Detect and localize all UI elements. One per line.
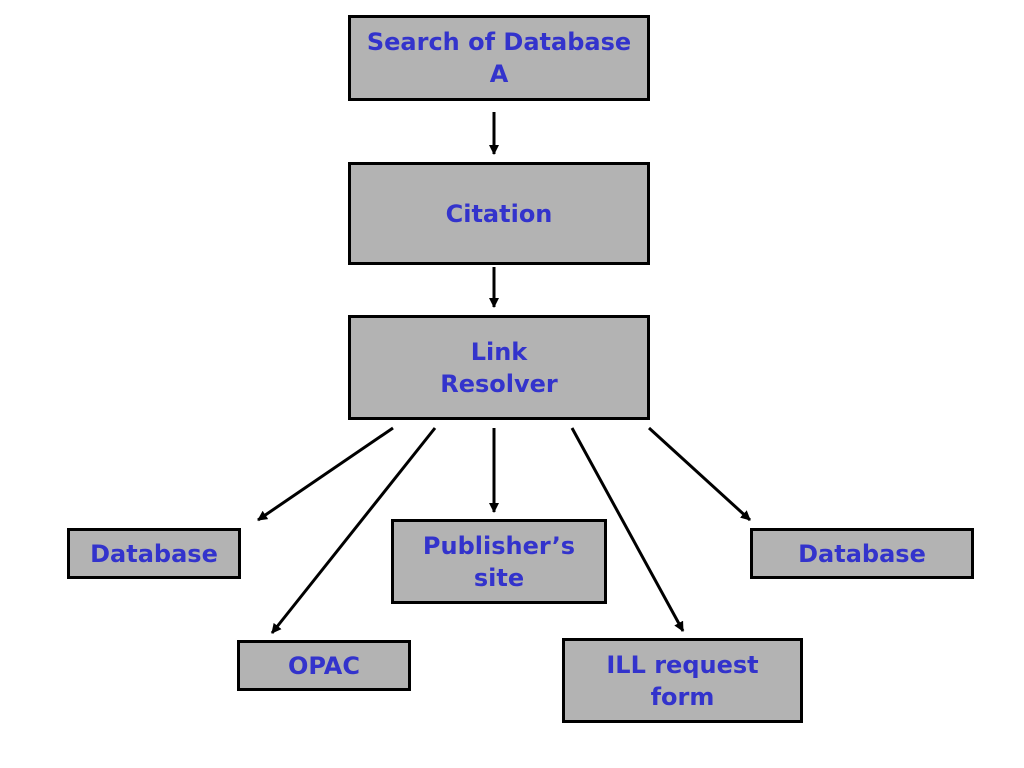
node-publishers-site: Publisher’s site <box>391 519 607 604</box>
node-opac: OPAC <box>237 640 411 691</box>
arrow-resolver-to-database-right <box>647 426 752 522</box>
node-database-left: Database <box>67 528 241 579</box>
node-database-right: Database <box>750 528 974 579</box>
arrow-resolver-to-opac <box>270 427 437 634</box>
arrow-resolver-to-ill <box>570 427 685 632</box>
node-citation: Citation <box>348 162 650 265</box>
node-ill-request-form: ILL request form <box>562 638 803 723</box>
node-link-resolver: Link Resolver <box>348 315 650 420</box>
arrow-resolver-to-database-left <box>257 426 394 522</box>
node-search-of-database-a: Search of Database A <box>348 15 650 101</box>
